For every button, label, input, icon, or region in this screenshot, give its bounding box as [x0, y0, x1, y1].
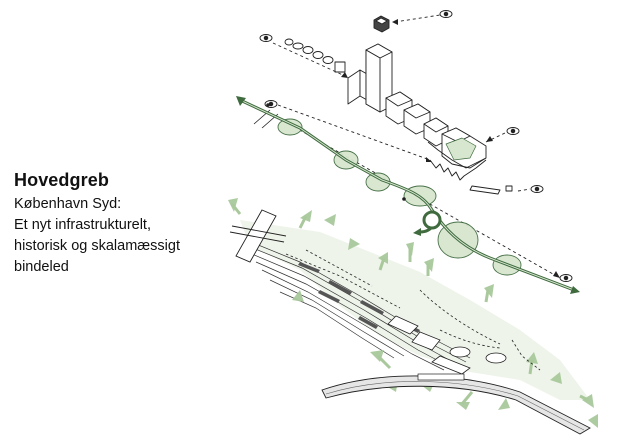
node-dot — [266, 103, 270, 107]
caption-line: Et nyt infrastrukturelt, — [14, 217, 151, 233]
green-corridor-layer — [236, 96, 580, 294]
caption-line: København Syd: — [14, 196, 122, 212]
caption-body: København Syd: Et nyt infrastrukturelt, … — [14, 194, 234, 278]
buildings-layer — [284, 15, 513, 195]
small-building — [373, 15, 390, 33]
arrow-icon — [413, 228, 421, 236]
eye-icon — [530, 185, 544, 193]
courtyard-green — [445, 137, 477, 161]
plan-buildings — [387, 315, 507, 375]
left-bridge — [229, 209, 287, 263]
viaduct — [321, 373, 591, 435]
caption-block: Hovedgreb København Syd: Et nyt infrastr… — [14, 170, 234, 278]
sight-line-arrowheads — [341, 19, 560, 278]
loose-block — [469, 185, 501, 195]
eye-icon — [506, 127, 520, 135]
circulation-dashed — [285, 249, 541, 371]
building-mass — [347, 43, 487, 169]
building-base-teeth — [429, 159, 487, 181]
eye-icon — [439, 10, 453, 18]
arrow-icon — [570, 286, 580, 294]
roundabout — [422, 210, 442, 230]
arrow-icon — [236, 96, 246, 106]
plan-ground — [240, 220, 590, 400]
caption-title: Hovedgreb — [14, 170, 109, 190]
caption-line: bindeled — [14, 259, 69, 275]
arrow-stems — [230, 203, 589, 405]
eye-icon — [559, 274, 573, 282]
eye-icon — [259, 34, 273, 42]
pavilion-row — [284, 38, 346, 73]
node-dot — [402, 197, 406, 201]
loose-block-small — [505, 185, 513, 192]
station-plan-layer — [228, 198, 598, 435]
caption-line: historisk og skalamæssigt — [14, 238, 180, 254]
